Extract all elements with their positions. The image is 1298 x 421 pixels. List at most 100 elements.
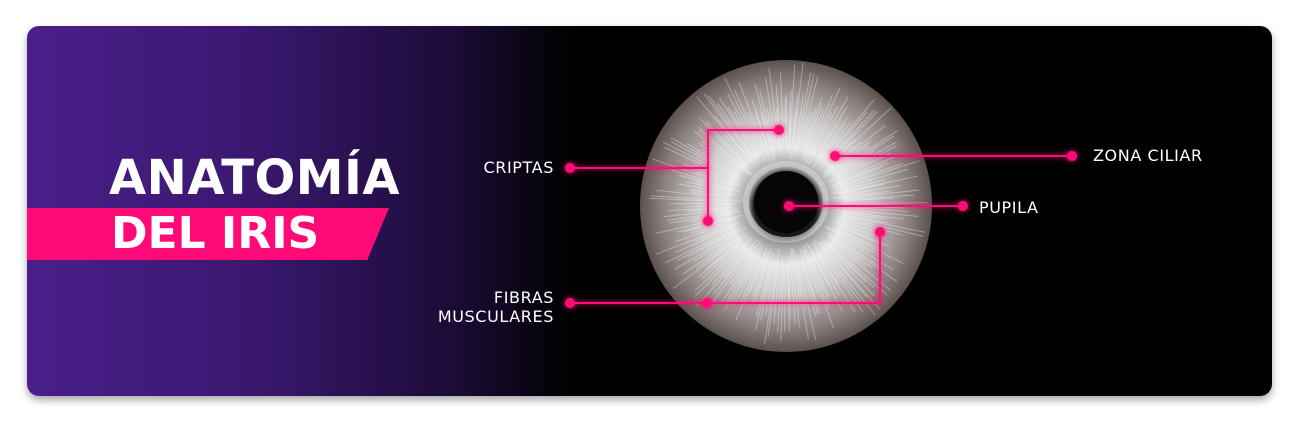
iris-fiber — [788, 64, 796, 154]
iris-fiber — [704, 94, 752, 158]
iris-fiber — [829, 166, 883, 188]
iris-fiber — [671, 169, 740, 191]
iris-fiber — [724, 257, 756, 311]
iris-fiber — [779, 72, 785, 149]
iris-fiber — [787, 265, 790, 331]
iris-fiber — [693, 180, 730, 191]
label-pupila: PUPILA — [979, 198, 1039, 217]
iris-fiber — [775, 85, 783, 154]
iris-fiber — [754, 83, 773, 151]
iris-fiber — [773, 265, 781, 325]
iris-fiber — [738, 81, 771, 163]
iris-fiber — [707, 234, 749, 269]
iris-fiber — [675, 225, 737, 253]
iris-fiber — [821, 121, 852, 160]
iris-fiber — [696, 233, 745, 269]
iris-fiber — [832, 239, 867, 267]
iris-fiber — [789, 255, 796, 325]
iris-fiber — [847, 207, 910, 212]
iris-fiber — [752, 251, 770, 295]
iris-fiber — [833, 162, 888, 186]
iris-fiber — [804, 87, 841, 163]
iris-fiber — [826, 242, 875, 288]
iris-fiber — [821, 241, 876, 297]
label-fibras-1: FIBRAS — [493, 288, 554, 307]
iris-fiber — [777, 257, 783, 333]
zona-ciliar-dot-end — [1067, 151, 1077, 161]
iris-fiber — [764, 260, 777, 316]
iris-fiber — [652, 158, 735, 188]
iris-fiber — [803, 250, 835, 329]
iris-fiber — [716, 102, 753, 155]
iris-fiber — [655, 189, 726, 199]
iris-fiber — [649, 197, 723, 202]
iris-fiber — [838, 213, 888, 224]
iris-fiber — [830, 152, 891, 183]
iris-fiber — [835, 168, 908, 191]
iris-fiber — [828, 145, 897, 183]
iris-fiber — [836, 150, 875, 175]
iris-fiber — [800, 255, 819, 315]
iris-fiber — [672, 237, 742, 290]
iris-fiber — [760, 262, 774, 321]
iris-fiber — [792, 248, 809, 340]
iris-fiber — [674, 227, 747, 270]
iris-fiber — [760, 111, 775, 162]
iris-fiber — [694, 130, 751, 176]
iris-fiber — [733, 89, 763, 151]
iris-fiber — [824, 124, 886, 174]
iris-fiber — [831, 241, 892, 292]
iris-fiber — [838, 141, 898, 175]
iris-fiber — [812, 244, 840, 285]
fibras-line — [570, 232, 881, 304]
iris-fiber — [790, 248, 800, 328]
iris-fiber — [724, 243, 754, 279]
iris-fiber — [796, 253, 817, 341]
iris-fiber — [688, 188, 731, 197]
iris-fiber — [724, 77, 766, 161]
iris-fiber — [664, 226, 740, 264]
iris-fiber — [655, 222, 739, 255]
iris-fiber — [823, 145, 869, 178]
iris-fiber — [800, 261, 817, 317]
iris-fiber — [669, 211, 740, 224]
iris-fiber — [831, 209, 905, 220]
iris-fiber — [801, 248, 819, 294]
iris-fiber — [698, 143, 744, 175]
criptas-dot-branch — [703, 216, 713, 226]
iris-fiber — [821, 238, 867, 283]
iris-fiber — [790, 94, 799, 161]
iris-fiber — [697, 242, 741, 278]
iris-fiber — [823, 111, 868, 162]
iris-fiber — [787, 258, 791, 320]
iris-fiber — [755, 253, 774, 318]
iris-fiber — [691, 218, 736, 234]
criptas-dot-start — [565, 163, 575, 173]
iris-fiber — [836, 217, 904, 236]
criptas-line — [570, 129, 779, 169]
iris-fiber — [828, 233, 898, 282]
iris-fiber — [843, 227, 885, 247]
iris-fiber — [832, 227, 904, 264]
label-zona-ciliar: ZONA CILIAR — [1093, 146, 1203, 165]
iris-fiber — [842, 211, 888, 220]
iris-fiber — [804, 107, 817, 144]
iris-fiber — [693, 223, 739, 242]
iris-fiber — [842, 202, 928, 204]
iris-fiber — [828, 235, 873, 269]
iris-fiber — [664, 146, 741, 184]
iris-fiber — [822, 140, 871, 178]
iris-fiber — [671, 141, 742, 180]
iris-fiber — [787, 90, 792, 154]
iris-fiber — [739, 257, 762, 304]
iris-fiber — [825, 226, 871, 254]
iris-fiber — [833, 226, 883, 251]
pointer-lines — [570, 129, 1072, 304]
iris-fiber — [727, 93, 757, 149]
iris-fiber — [714, 115, 755, 166]
iris-fiber — [827, 231, 883, 270]
iris-fiber — [803, 244, 831, 304]
title-line-2: DEL IRIS — [111, 208, 320, 259]
iris-fiber — [802, 103, 823, 156]
